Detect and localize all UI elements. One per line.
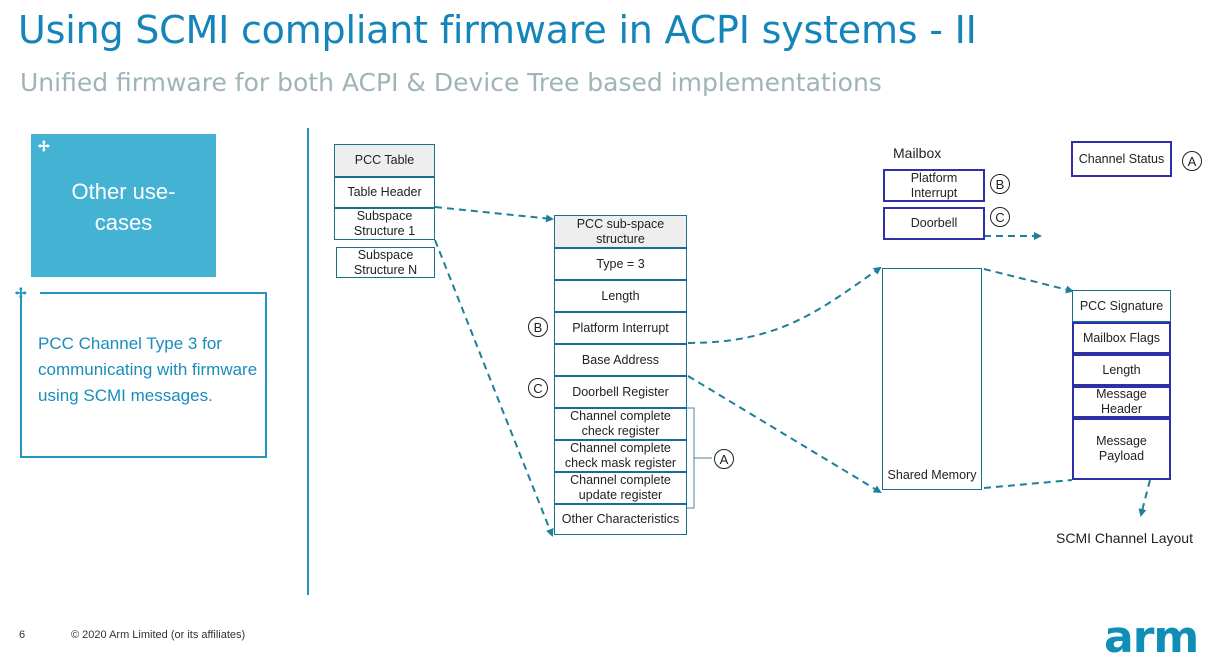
- plus-icon: ✢: [38, 138, 50, 154]
- subspace-row: Base Address: [554, 344, 687, 376]
- connector-shared-bottom-to-payload: [983, 479, 1073, 489]
- marker-c: C: [528, 378, 548, 398]
- other-use-cases-label: Other use- cases: [71, 179, 176, 235]
- subspace-structure-title: PCC sub-space structure: [554, 215, 687, 248]
- other-use-cases-box: ✢ Other use- cases: [31, 134, 216, 277]
- subspace-row: Doorbell Register: [554, 376, 687, 408]
- bracket-a: [686, 407, 695, 509]
- subspace-row: Length: [554, 280, 687, 312]
- copyright-text: © 2020 Arm Limited (or its affiliates): [71, 629, 246, 641]
- marker-a: A: [1182, 151, 1202, 171]
- vertical-divider: [307, 128, 309, 595]
- pcc-table-row: Subspace Structure 1: [334, 208, 435, 240]
- mailbox-doorbell: Doorbell: [883, 207, 985, 240]
- connector-shared-top-to-signature: [983, 268, 1074, 294]
- channel-status: Channel Status: [1071, 141, 1172, 177]
- subspace-row: Channel complete update register: [554, 472, 687, 504]
- page-subtitle: Unified firmware for both ACPI & Device …: [20, 68, 882, 97]
- subspace-row: Other Characteristics: [554, 504, 687, 535]
- scmi-layout-caption: SCMI Channel Layout: [1056, 530, 1193, 546]
- marker-a: A: [714, 449, 734, 469]
- pcc-table-row: Table Header: [334, 177, 435, 208]
- page-number: 6: [19, 629, 26, 641]
- pcc-table-row: Subspace Structure N: [336, 247, 435, 278]
- connector-base-to-shared: [687, 375, 882, 494]
- marker-c: C: [990, 207, 1010, 227]
- subspace-row: Channel complete check register: [554, 408, 687, 440]
- scmi-row-message-payload: Message Payload: [1072, 418, 1171, 480]
- shared-memory: Shared Memory: [882, 268, 982, 490]
- mailbox-label: Mailbox: [893, 145, 942, 161]
- marker-b: B: [990, 174, 1010, 194]
- subspace-row: Channel complete check mask register: [554, 440, 687, 472]
- pcc-table-title: PCC Table: [334, 144, 435, 177]
- scmi-row-message-header: Message Header: [1072, 386, 1171, 418]
- connector-subspace1-to-structure: [434, 206, 554, 223]
- description-text: PCC Channel Type 3 for communicating wit…: [38, 334, 258, 405]
- scmi-row-pcc-signature: PCC Signature: [1072, 290, 1171, 322]
- subspace-row: Type = 3: [554, 248, 687, 280]
- page-title: Using SCMI compliant firmware in ACPI sy…: [18, 8, 977, 52]
- arm-logo: arm: [1104, 612, 1199, 663]
- connector-interrupt-to-shared: [687, 266, 882, 344]
- mailbox-platform-interrupt: Platform Interrupt: [883, 169, 985, 202]
- connector-payload-to-caption: [1138, 479, 1151, 517]
- connector-subspace1-to-other: [434, 239, 554, 537]
- description-box: [20, 292, 267, 458]
- marker-b: B: [528, 317, 548, 337]
- plus-icon: ✢: [15, 285, 27, 301]
- scmi-row-length: Length: [1072, 354, 1171, 386]
- subspace-row: Platform Interrupt: [554, 312, 687, 344]
- scmi-row-mailbox-flags: Mailbox Flags: [1072, 322, 1171, 354]
